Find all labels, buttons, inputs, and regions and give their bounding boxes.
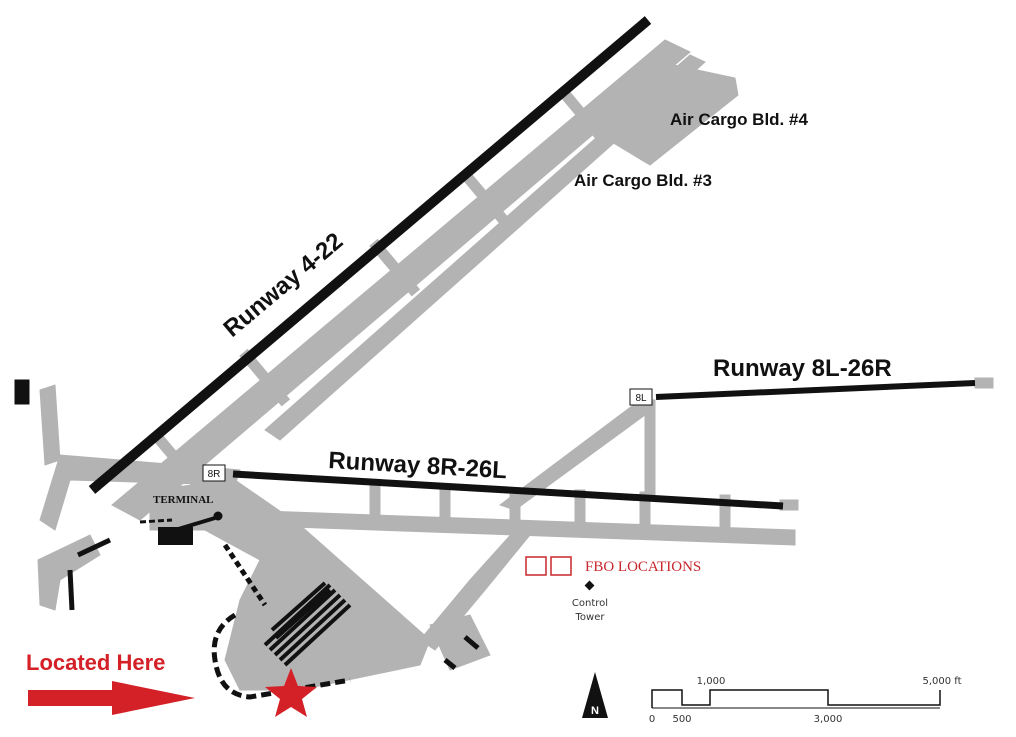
north-arrow-icon (582, 672, 608, 718)
terminal-node (213, 511, 223, 521)
parking-stripes (263, 581, 352, 667)
terminal-building (139, 511, 223, 545)
connector-1 (369, 481, 381, 528)
connector-3 (509, 487, 521, 534)
cross-connector-3 (369, 238, 421, 297)
connector-2 (439, 484, 451, 531)
runway-8l-26r-label: Runway 8L-26R (713, 355, 892, 382)
tower-label-line1: Control (572, 598, 608, 609)
arrow-right-icon (28, 681, 195, 715)
pavement-layer (37, 39, 994, 691)
tower-label-line2: Tower (575, 612, 606, 623)
west-building-2 (67, 569, 75, 611)
runway-end-8l: 8L (629, 388, 653, 406)
taxiway-diagonal (264, 54, 706, 441)
terminal-concourse (174, 516, 216, 532)
southeast-bldg (443, 658, 457, 670)
building-outlines (14, 379, 480, 700)
fbo-box-1 (525, 556, 547, 576)
west-building-1 (76, 537, 112, 558)
scale-label-5000: 5,000 ft (922, 676, 961, 687)
fbo-box-2 (550, 556, 572, 576)
west-building-3 (14, 379, 30, 405)
connector-4 (574, 489, 586, 536)
connector-5 (639, 491, 651, 538)
north-arrow: N (582, 672, 608, 718)
tower-diamond-icon (584, 580, 595, 591)
terminal-main (158, 527, 193, 545)
scale-label-500: 500 (672, 714, 691, 725)
connector-6 (719, 494, 731, 541)
southeast-apron (429, 614, 491, 671)
scale-bar: 1,000 5,000 ft 0 500 3,000 (649, 676, 962, 725)
runway-end-pad-east (974, 377, 994, 389)
scale-label-1000: 1,000 (697, 676, 726, 687)
runway-end-8l-label: 8L (635, 393, 647, 404)
terminal-wing (139, 518, 173, 524)
runway-end-8r: 8R (202, 464, 226, 482)
star-icon (265, 668, 317, 717)
runway-end-8r-label: 8R (208, 469, 221, 480)
taxiway-southeast (419, 529, 531, 651)
runways (88, 16, 976, 510)
west-apron (39, 384, 61, 466)
apron-fence-2 (211, 612, 351, 700)
fbo-locations: FBO LOCATIONS (525, 556, 701, 576)
scale-label-0: 0 (649, 714, 655, 725)
cross-connector-2 (239, 348, 291, 407)
north-label: N (591, 705, 599, 717)
terminal-label: TERMINAL (153, 494, 214, 506)
location-marker: Located Here (26, 650, 317, 717)
cargo-apron (599, 61, 739, 166)
control-tower: Control Tower (572, 580, 608, 623)
fbo-label: FBO LOCATIONS (585, 559, 701, 575)
runway-8r-26l (232, 470, 784, 510)
runway-8l-26r (655, 380, 976, 400)
cargo-4-label: Air Cargo Bld. #4 (670, 110, 808, 129)
located-here-label: Located Here (26, 650, 165, 675)
cargo-3-label: Air Cargo Bld. #3 (574, 171, 712, 190)
runway-4-22 (88, 16, 652, 494)
scale-bar-line (651, 689, 941, 708)
southeast-bldg-2 (463, 635, 480, 650)
scale-label-3000: 3,000 (814, 714, 843, 725)
apron-fence-1 (222, 543, 268, 607)
